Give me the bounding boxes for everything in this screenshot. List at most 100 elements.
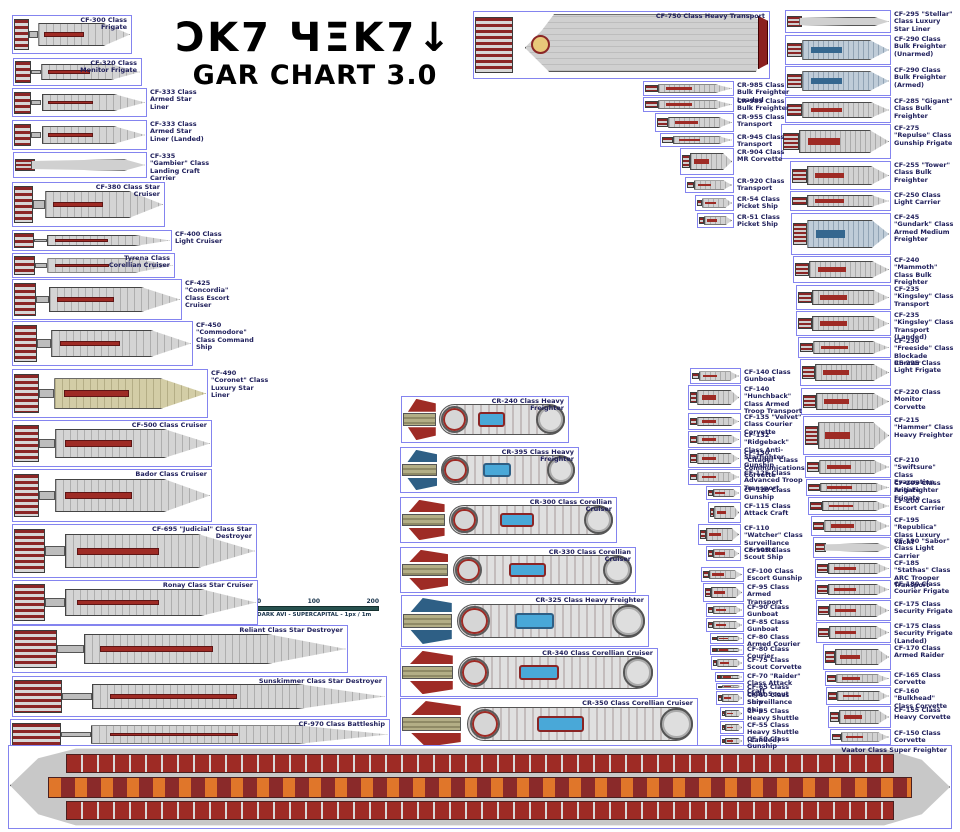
ship-label: CR-330 Class Corellian Cruiser [548,548,631,564]
ship-box [781,124,891,159]
ship-box [643,97,734,112]
ship-label: Tyrena Class Corellian Cruiser [108,254,170,270]
ship-box [710,645,744,655]
ship-box [720,707,744,720]
ship-box [12,230,172,251]
ship-box [400,698,698,750]
ship-label: CF-245 "Gundark" Class Armed Medium Frei… [894,213,954,244]
ship-label: CF-195 "Republica" Class Luxury Yacht [894,516,941,547]
ship-label: CF-200 Class Escort Carrier [894,497,945,513]
ship-box [706,486,741,500]
ship-label: CF-335 "Gambier" Class Landing Craft Car… [150,152,210,183]
ship-art [710,504,739,521]
ship-label: CF-100 Class Escort Gunship [747,567,803,583]
ship-art [403,398,567,441]
ship-box [805,456,891,478]
ship-label: CF-140 Class Gunboat [744,368,791,384]
ship-label: CF-380 Class Star Cruiser [95,183,160,199]
ship-label: CF-65 Class Light Scout Ship [747,683,790,706]
ship-art [722,709,742,718]
ship-label: CF-215 "Hammer" Class Heavy Freighter [894,416,954,439]
ship-label: CF-490 "Coronet" Class Luxury Star Liner [211,369,269,400]
ship-art [662,135,732,145]
ship-box [830,729,891,745]
ship-label: CF-120 Class Gunship [744,486,791,502]
ship-art [14,323,191,364]
ship-box [12,625,348,673]
ship-box [801,388,891,415]
ship-art [14,582,256,623]
ship-art [805,418,889,453]
ship-art [403,597,647,645]
ship-box [688,413,741,430]
ship-label: CF-110 "Watcher" Class Surveillance Corv… [744,524,803,555]
ship-art [14,255,173,276]
ship-box [12,15,132,54]
ship-label: CF-970 Class Battleship [298,720,386,728]
ship-art [793,215,889,253]
ship-art [798,287,889,308]
ship-art [645,99,732,110]
ship-label: CF-55 Class Heavy Shuttle (Landed) [747,721,799,744]
ship-art [690,471,739,483]
ship-label: CR-920 Class Transport [737,177,785,193]
ship-box [803,416,891,455]
ship-art [682,150,732,173]
ship-box [785,66,891,96]
ship-box [825,671,891,686]
ship-box [680,148,734,175]
ship-box [793,256,891,283]
ship-art [722,723,742,732]
ship-art [14,526,255,576]
ship-label: Reliant Class Star Destroyer [239,626,343,634]
ship-label: CF-80 Class Armed Courier [747,633,801,649]
ship-art [787,12,889,31]
ship-box [811,516,891,536]
ship-box [12,182,165,227]
aurebesh-title: ϽK7 ЧΞK7↓ [176,15,454,61]
ship-label: CR-240 Class Heavy Freighter [491,397,564,413]
ship-label: CF-90 Class Gunboat [747,603,790,619]
ship-art [692,370,739,382]
ship-label: CF-135 "Velvet" Class Courier Corvette [744,413,802,436]
ship-art [657,115,732,130]
ship-box [800,359,891,386]
ship-box [655,113,734,132]
ship-box [715,672,744,682]
ship-label: CF-230 "Freeside" Class Blockade Runner [894,337,954,368]
ship-art [803,390,889,413]
ship-box [813,537,891,558]
ship-box [790,191,891,211]
ship-box [400,648,658,697]
ship-box [826,687,891,705]
ship-art [818,624,889,641]
ship-art [708,620,742,630]
scale-bar-line [257,606,379,611]
ship-box [695,195,734,211]
scale-tick-0: 0 [257,598,262,605]
ship-box [688,469,741,485]
ship-art [717,674,742,680]
ship-box [643,81,734,96]
ship-label: CR-54 Class Picket Ship [737,195,780,211]
ship-label: CF-70 "Raider" Class Attack Craft [747,672,801,695]
ship-box [400,547,636,593]
ship-art [690,387,739,408]
ship-box [660,133,734,147]
ship-box [13,58,142,86]
ship-box [12,253,175,278]
ship-box [12,676,387,717]
ship-label: CF-50 Class Gunship [747,735,790,751]
ship-label: CF-140 "Hunchback" Class Armed Troop Tra… [744,385,803,416]
ship-art [402,700,696,748]
ship-box [13,152,147,178]
ship-art [14,281,180,318]
ship-box [12,469,212,522]
ship-label: CF-160 "Bulkhead" Class Corvette [894,687,948,710]
ship-label: CF-290 Class Bulk Freighter (Armed) [894,66,947,89]
ship-art [712,635,742,642]
ship-art [827,673,889,684]
ship-art [802,361,889,384]
ship-box [791,213,891,255]
ship-art [817,561,889,576]
